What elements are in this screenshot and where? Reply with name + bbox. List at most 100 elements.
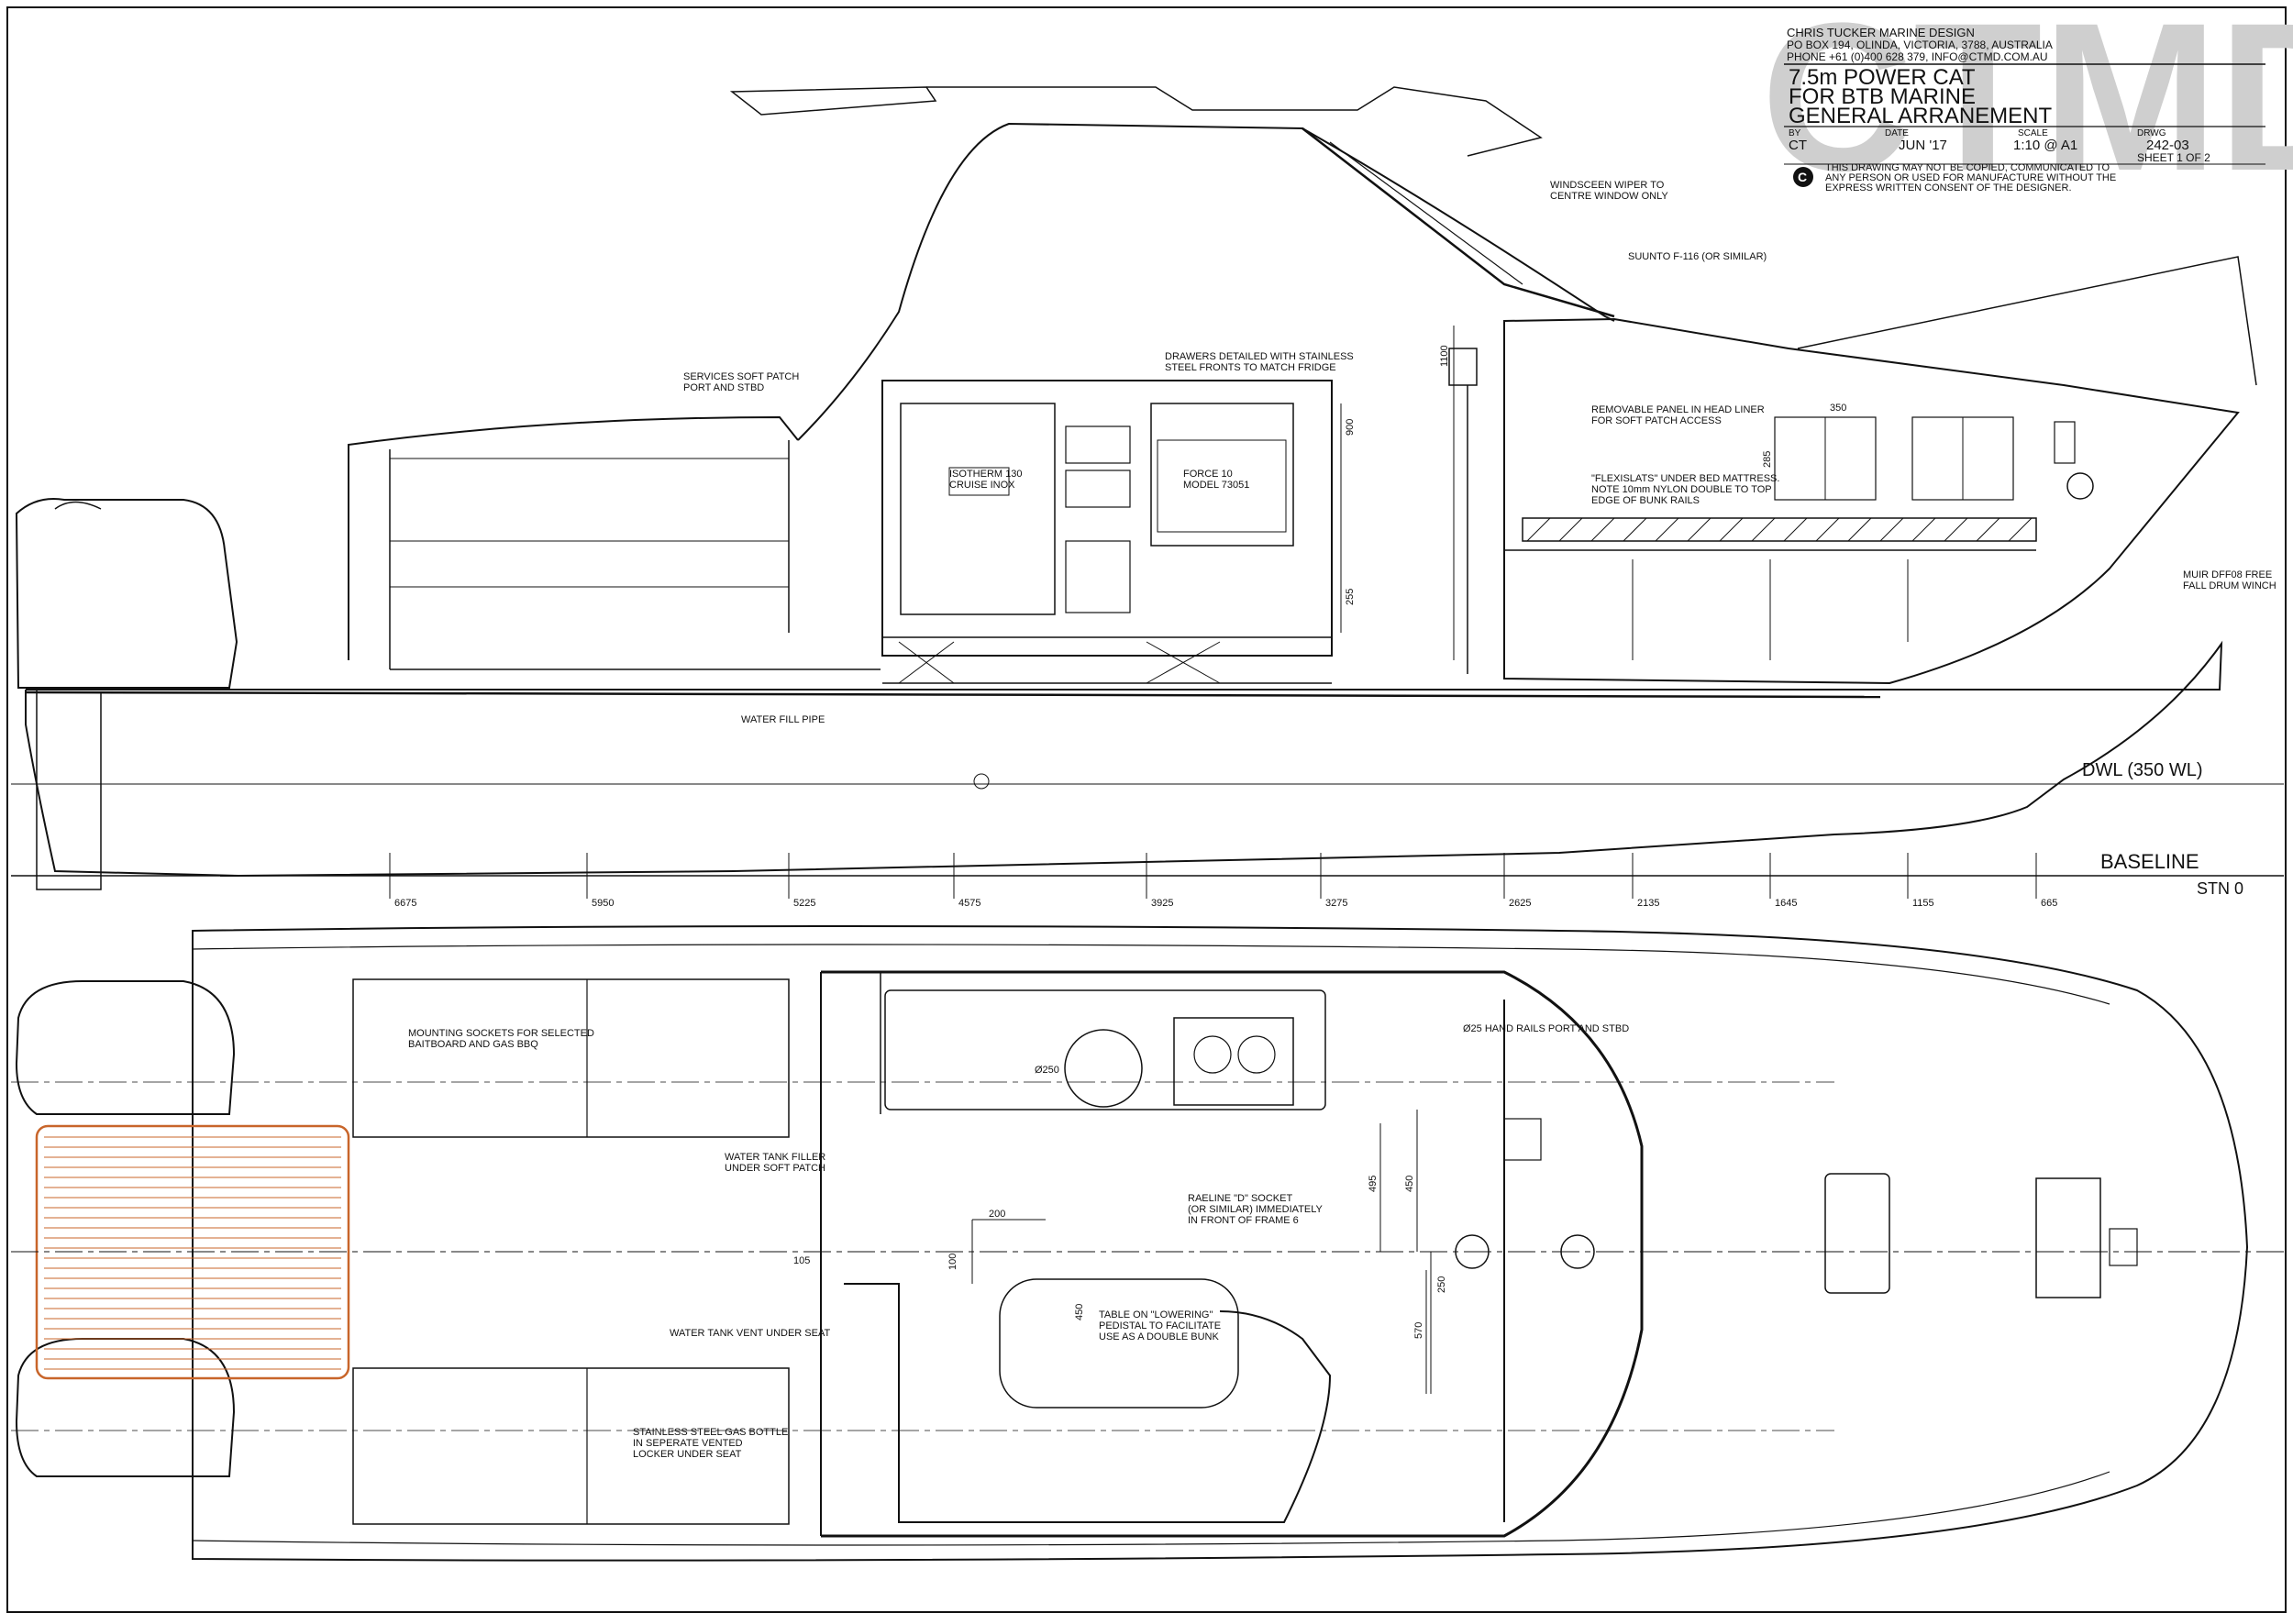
station-1155: 1155 — [1912, 898, 1934, 909]
label-table-2: PEDISTAL TO FACILITATE — [1099, 1320, 1221, 1331]
date-label: DATE — [1885, 128, 1909, 138]
dim-285: 285 — [1762, 451, 1773, 468]
label-table-1: TABLE ON "LOWERING" — [1099, 1309, 1213, 1320]
label-stove-2: MODEL 73051 — [1183, 480, 1249, 491]
station-2135: 2135 — [1637, 898, 1659, 909]
bunk-mattress — [1522, 517, 2037, 542]
designer-name: CHRIS TUCKER MARINE DESIGN — [1787, 26, 1975, 39]
stove — [1150, 403, 1294, 547]
outboard-port — [15, 980, 236, 1115]
station-665: 665 — [2041, 898, 2057, 909]
station-2625: 2625 — [1509, 898, 1531, 909]
galley-module — [881, 380, 1333, 657]
scale-label: SCALE — [2018, 128, 2048, 138]
station-3275: 3275 — [1325, 898, 1347, 909]
station-5950: 5950 — [592, 898, 614, 909]
cabin-plan-outline — [821, 970, 1644, 1538]
windscreen-frame — [1302, 127, 1615, 318]
label-flexislats-2: NOTE 10mm NYLON DOUBLE TO TOP — [1591, 484, 1772, 495]
copyright-note-2: ANY PERSON OR USED FOR MANUFACTURE WITHO… — [1825, 172, 2116, 183]
drwg-label: DRWG — [2137, 128, 2166, 138]
outboard-stbd — [15, 1338, 236, 1477]
designer-contact: PHONE +61 (0)400 628 379, INFO@CTMD.COM.… — [1787, 50, 2048, 63]
dim-350: 350 — [1830, 403, 1846, 414]
label-wiper-1: WINDSCEEN WIPER TO — [1550, 180, 1665, 191]
label-panel-2: FOR SOFT PATCH ACCESS — [1591, 415, 1722, 426]
hardtop-front — [729, 86, 937, 116]
label-drawers-1: DRAWERS DETAILED WITH STAINLESS — [1165, 351, 1354, 362]
deck-planking — [44, 1136, 341, 1370]
scale-value: 1:10 @ A1 — [2013, 138, 2077, 153]
label-gas-2: IN SEPERATE VENTED — [633, 1438, 743, 1449]
ctmd-watermark-logo: CTMD — [1761, 0, 2293, 215]
galley-counter — [884, 989, 1326, 1110]
station-6675: 6675 — [394, 898, 416, 909]
forward-hatch — [1824, 1173, 1890, 1294]
label-stove-1: FORCE 10 — [1183, 469, 1233, 480]
drawing-title-2: FOR BTB MARINE — [1789, 84, 1976, 109]
sheet-border — [6, 6, 2287, 1613]
label-suunto: SUUNTO F-116 (OR SIMILAR) — [1628, 251, 1767, 262]
label-raeline-1: RAELINE "D" SOCKET — [1188, 1193, 1292, 1204]
sink-icon — [1064, 1029, 1143, 1108]
designer-address: PO BOX 194, OLINDA, VICTORIA, 3788, AUST… — [1787, 39, 2053, 51]
label-tank-filler-1: WATER TANK FILLER — [725, 1152, 825, 1163]
profile-annotations: WINDSCEEN WIPER TO CENTRE WINDOW ONLY SU… — [683, 180, 2276, 898]
anchor-winch — [2066, 472, 2094, 500]
profile-view — [11, 86, 2284, 899]
label-fridge-1: ISOTHERM 130 — [949, 469, 1022, 480]
label-flexislats-1: "FLEXISLATS" UNDER BED MATTRESS. — [1591, 473, 1779, 484]
label-drawers-2: STEEL FRONTS TO MATCH FRIDGE — [1165, 362, 1336, 373]
label-tank-vent: WATER TANK VENT UNDER SEAT — [670, 1328, 830, 1339]
fridge — [900, 403, 1056, 615]
dim-450-table: 450 — [1074, 1304, 1085, 1320]
sheet-number: SHEET 1 OF 2 — [2137, 151, 2210, 164]
label-services-2: PORT AND STBD — [683, 382, 764, 393]
drawing-title-1: 7.5m POWER CAT — [1789, 65, 1976, 90]
label-services-1: SERVICES SOFT PATCH — [683, 371, 799, 382]
station-5225: 5225 — [793, 898, 815, 909]
label-mounting-1: MOUNTING SOCKETS FOR SELECTED — [408, 1028, 594, 1039]
copyright-note-3: EXPRESS WRITTEN CONSENT OF THE DESIGNER. — [1825, 182, 2072, 193]
dim-200: 200 — [989, 1209, 1005, 1220]
outboard-motor — [15, 498, 238, 689]
helm-wheel-profile — [1448, 348, 1478, 386]
copyright-symbol: C — [1798, 170, 1807, 184]
forward-cabin — [1503, 317, 2240, 685]
hull-profile — [26, 640, 2223, 877]
station-1645: 1645 — [1775, 898, 1797, 909]
label-stn0: STN 0 — [2197, 879, 2243, 898]
cockpit-hatch-port — [352, 978, 790, 1138]
by-label: BY — [1789, 128, 1801, 138]
bow-rail — [1797, 256, 2257, 386]
label-fridge-2: CRUISE INOX — [949, 480, 1015, 491]
title-block: CTMD CHRIS TUCKER MARINE DESIGN PO BOX 1… — [1761, 0, 2293, 215]
label-winch-2: FALL DRUM WINCH — [2183, 580, 2276, 591]
dim-250-seat: 250 — [1436, 1276, 1447, 1293]
plan-annotations: MOUNTING SOCKETS FOR SELECTED BAITBOARD … — [408, 1023, 1629, 1460]
station-4575: 4575 — [958, 898, 980, 909]
label-gas-3: LOCKER UNDER SEAT — [633, 1449, 742, 1460]
cooktop — [1173, 1017, 1294, 1106]
label-baseline: BASELINE — [2100, 850, 2199, 873]
dim-1100: 1100 — [1439, 345, 1450, 367]
dim-900: 900 — [1345, 419, 1356, 436]
label-gas-1: STAINLESS STEEL GAS BOTTLE — [633, 1427, 788, 1438]
dim-255: 255 — [1345, 589, 1356, 605]
label-mounting-2: BAITBOARD AND GAS BBQ — [408, 1039, 538, 1050]
label-panel-1: REMOVABLE PANEL IN HEAD LINER — [1591, 404, 1765, 415]
label-raeline-3: IN FRONT OF FRAME 6 — [1188, 1215, 1299, 1226]
label-dwl: DWL (350 WL) — [2082, 760, 2203, 780]
dim-570: 570 — [1413, 1322, 1424, 1339]
cabin-roof-profile — [797, 122, 1615, 441]
label-flexislats-3: EDGE OF BUNK RAILS — [1591, 495, 1700, 506]
dinette-table — [999, 1278, 1239, 1409]
copyright-icon — [1793, 167, 1813, 187]
by-value: CT — [1789, 138, 1807, 153]
date-value: JUN '17 — [1899, 138, 1947, 153]
label-winch-1: MUIR DFF08 FREE — [2183, 569, 2272, 580]
hull-plan-outline — [192, 925, 2249, 1562]
anchor-locker — [2035, 1177, 2101, 1298]
drwg-value: 242-03 — [2146, 138, 2189, 153]
